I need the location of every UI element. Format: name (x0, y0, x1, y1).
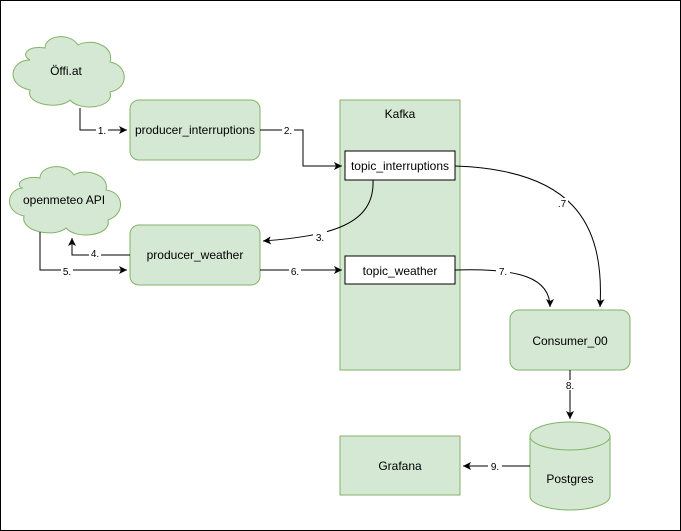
topic-interruptions-node[interactable]: topic_interruptions (344, 150, 456, 181)
edge-3-label: 3. (316, 233, 324, 244)
openmeteo-label: openmeteo API (23, 193, 105, 207)
edge-9-label: 9. (491, 462, 499, 473)
kafka-container[interactable]: Kafka (339, 99, 461, 371)
postgres-label: Postgres (546, 472, 593, 486)
openmeteo-cloud[interactable]: openmeteo API (9, 166, 121, 236)
edge-5-label: 5. (63, 267, 71, 278)
edge-7b (454, 269, 554, 308)
grafana-label: Grafana (378, 459, 422, 473)
grafana-node[interactable]: Grafana (339, 435, 461, 496)
edge-8-label: 8. (566, 381, 574, 392)
producer-weather-node[interactable]: producer_weather (129, 224, 261, 286)
consumer-node[interactable]: Consumer_00 (509, 309, 631, 371)
offi-label: Öffi.at (50, 64, 82, 78)
edge-1 (79, 108, 127, 134)
edge-2-label: 2. (284, 126, 292, 137)
edge-7b-label: 7. (499, 267, 507, 278)
producer-interruptions-node[interactable]: producer_interruptions (129, 99, 261, 161)
edge-7a (454, 165, 605, 308)
edge-2 (260, 129, 342, 170)
offi-cloud[interactable]: Öffi.at (12, 36, 125, 108)
producer-weather-label: producer_weather (147, 248, 244, 262)
topic-interruptions-label: topic_interruptions (351, 159, 449, 173)
producer-interruptions-label: producer_interruptions (135, 123, 255, 137)
edge-5 (39, 232, 127, 274)
edge-4-label: 4. (91, 249, 99, 260)
postgres-database[interactable]: Postgres (529, 421, 611, 511)
edge-4 (68, 238, 130, 256)
edge-3 (262, 179, 374, 245)
topic-weather-node[interactable]: topic_weather (344, 255, 456, 285)
topic-weather-label: topic_weather (363, 264, 438, 278)
edge-1-label: 1. (98, 126, 106, 137)
consumer-label: Consumer_00 (532, 334, 608, 348)
edge-6-label: 6. (291, 267, 299, 278)
kafka-label: Kafka (385, 107, 416, 121)
edge-7a-label: .7 (558, 199, 567, 210)
